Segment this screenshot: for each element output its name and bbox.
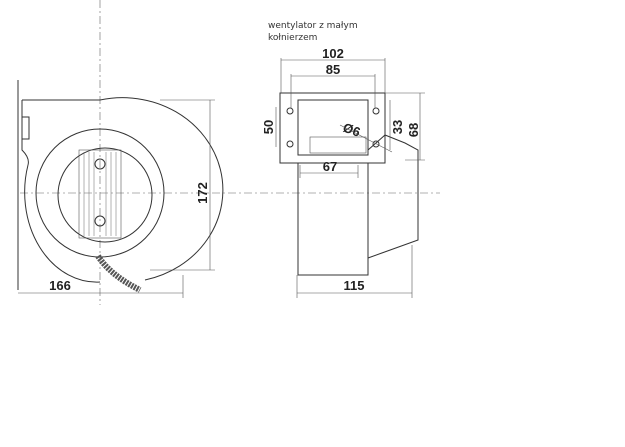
grille-slots [83, 152, 117, 236]
dim-flange-width: 102 [322, 46, 344, 61]
front-view: 172 166 [17, 80, 224, 298]
note-line-1: wentylator z małym [268, 21, 358, 31]
flange-bracket [21, 116, 30, 140]
inlet-circle [57, 147, 153, 243]
flange-hole [286, 140, 294, 148]
dim-hole-vertical: 50 [261, 120, 276, 134]
scroll-housing [21, 97, 224, 281]
outlet-damper [309, 136, 367, 154]
dim-hole-diameter: Ø6 [341, 120, 362, 140]
dim-outlet-width: 67 [323, 159, 337, 174]
dim-outlet-height: 33 [390, 120, 405, 134]
note-line-2: kołnierzem [268, 33, 317, 43]
flange-hole [286, 107, 294, 115]
flange-hole [372, 107, 380, 115]
motor-grille [78, 149, 122, 239]
outlet-flange [279, 92, 386, 164]
flange-hole [372, 140, 380, 148]
fan-body [297, 162, 369, 276]
dim-height-front: 172 [195, 182, 210, 204]
dim-hole-spacing: 85 [326, 62, 340, 77]
dim-depth: 115 [344, 278, 365, 293]
power-cable [95, 254, 142, 293]
outlet-opening [297, 99, 369, 156]
dim-width-front: 166 [49, 278, 71, 293]
motor-screw-bottom [94, 215, 106, 227]
scroll-inner-edge [24, 164, 101, 283]
housing-side [367, 134, 419, 259]
side-view: 102 85 50 Ø6 67 33 68 115 [261, 46, 425, 298]
housing-ring [35, 128, 165, 258]
motor-screw-top [94, 158, 106, 170]
dim-flange-height: 68 [406, 123, 421, 137]
